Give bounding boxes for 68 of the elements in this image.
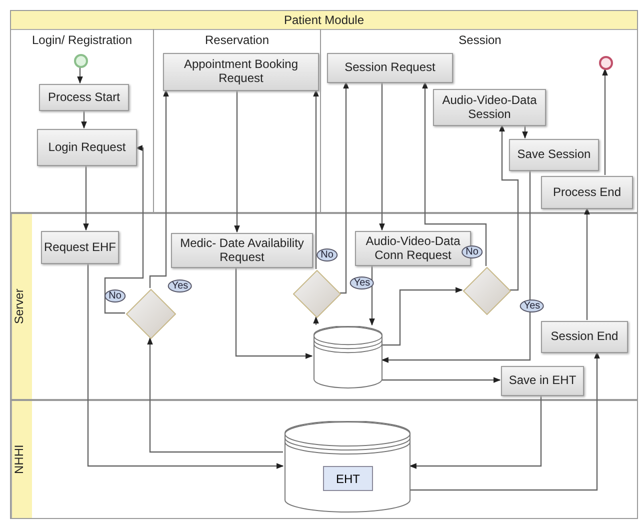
box-label: Request EHF <box>44 240 116 254</box>
box-label: Appointment Booking Request <box>182 58 300 86</box>
connector-arrow <box>602 68 608 175</box>
pool-header: Patient Module <box>11 11 637 30</box>
lane-header: NHHI <box>11 401 32 518</box>
connector-arrow <box>104 145 144 314</box>
connector-arrow <box>369 265 375 326</box>
edge-label: No <box>104 290 126 302</box>
edge-label: Yes <box>520 300 544 312</box>
swimlane <box>10 213 638 400</box>
connector-arrow <box>147 337 283 453</box>
decision-diamond <box>293 270 341 318</box>
connector-arrow <box>340 81 349 294</box>
box-label: Session Request <box>344 61 436 75</box>
connector-arrow <box>422 81 487 266</box>
connector-arrow <box>313 89 319 269</box>
process-box <box>39 84 129 111</box>
process-box <box>163 53 319 91</box>
connector-arrow <box>522 125 528 139</box>
edge-label: Yes <box>350 276 374 290</box>
process-box <box>327 53 453 83</box>
decision-diamond <box>126 289 176 339</box>
process-box <box>541 321 628 353</box>
connector-arrow <box>499 124 519 291</box>
edge-label: Yes <box>168 280 192 292</box>
decision-diamond <box>463 267 511 315</box>
box-label: Process End <box>552 186 622 200</box>
process-box <box>433 89 546 126</box>
edge-label: No <box>316 248 338 262</box>
column-title: Reservation <box>204 33 270 47</box>
connector-arrow <box>313 316 319 325</box>
process-box <box>37 129 137 166</box>
box-label: Medic- Date Availability Request <box>179 236 305 264</box>
connector-arrow <box>381 170 531 363</box>
process-box <box>541 176 633 209</box>
connector-arrow <box>234 90 240 233</box>
column-title: Session <box>458 33 502 47</box>
box-label: Audio-Video-Data Conn Request <box>364 234 462 262</box>
connector-arrow <box>584 207 590 320</box>
box-label: Process Start <box>48 90 120 104</box>
connector-arrow <box>149 89 169 288</box>
connector-arrow <box>409 395 542 469</box>
box-label: Session End <box>550 330 618 344</box>
swimlane-pool <box>10 10 638 213</box>
box-label: Save Session <box>517 148 591 162</box>
box-label: Audio-Video-Data Session <box>441 94 538 122</box>
connector-arrow <box>83 165 89 231</box>
process-box <box>171 233 313 268</box>
storage-label: EHT <box>323 466 373 491</box>
end-event-circle <box>599 56 613 70</box>
process-box <box>509 139 599 171</box>
box-label: Save in EHT <box>508 374 576 388</box>
swimlane <box>10 400 638 519</box>
connector-arrow <box>379 82 385 231</box>
process-box <box>41 231 119 264</box>
process-box <box>501 366 584 396</box>
connector-arrow <box>382 287 463 346</box>
connector-arrow <box>382 377 501 383</box>
connector-arrow <box>410 351 600 491</box>
lane-header: Server <box>11 214 32 399</box>
column-title: Login/ Registration <box>30 33 134 47</box>
connector-arrow <box>81 110 87 129</box>
connector-arrow <box>77 67 83 84</box>
edge-label: No <box>462 246 482 258</box>
connector-arrow <box>87 263 284 469</box>
box-label: Login Request <box>48 140 126 154</box>
start-event-circle <box>74 54 88 68</box>
connector-arrow <box>235 267 313 359</box>
